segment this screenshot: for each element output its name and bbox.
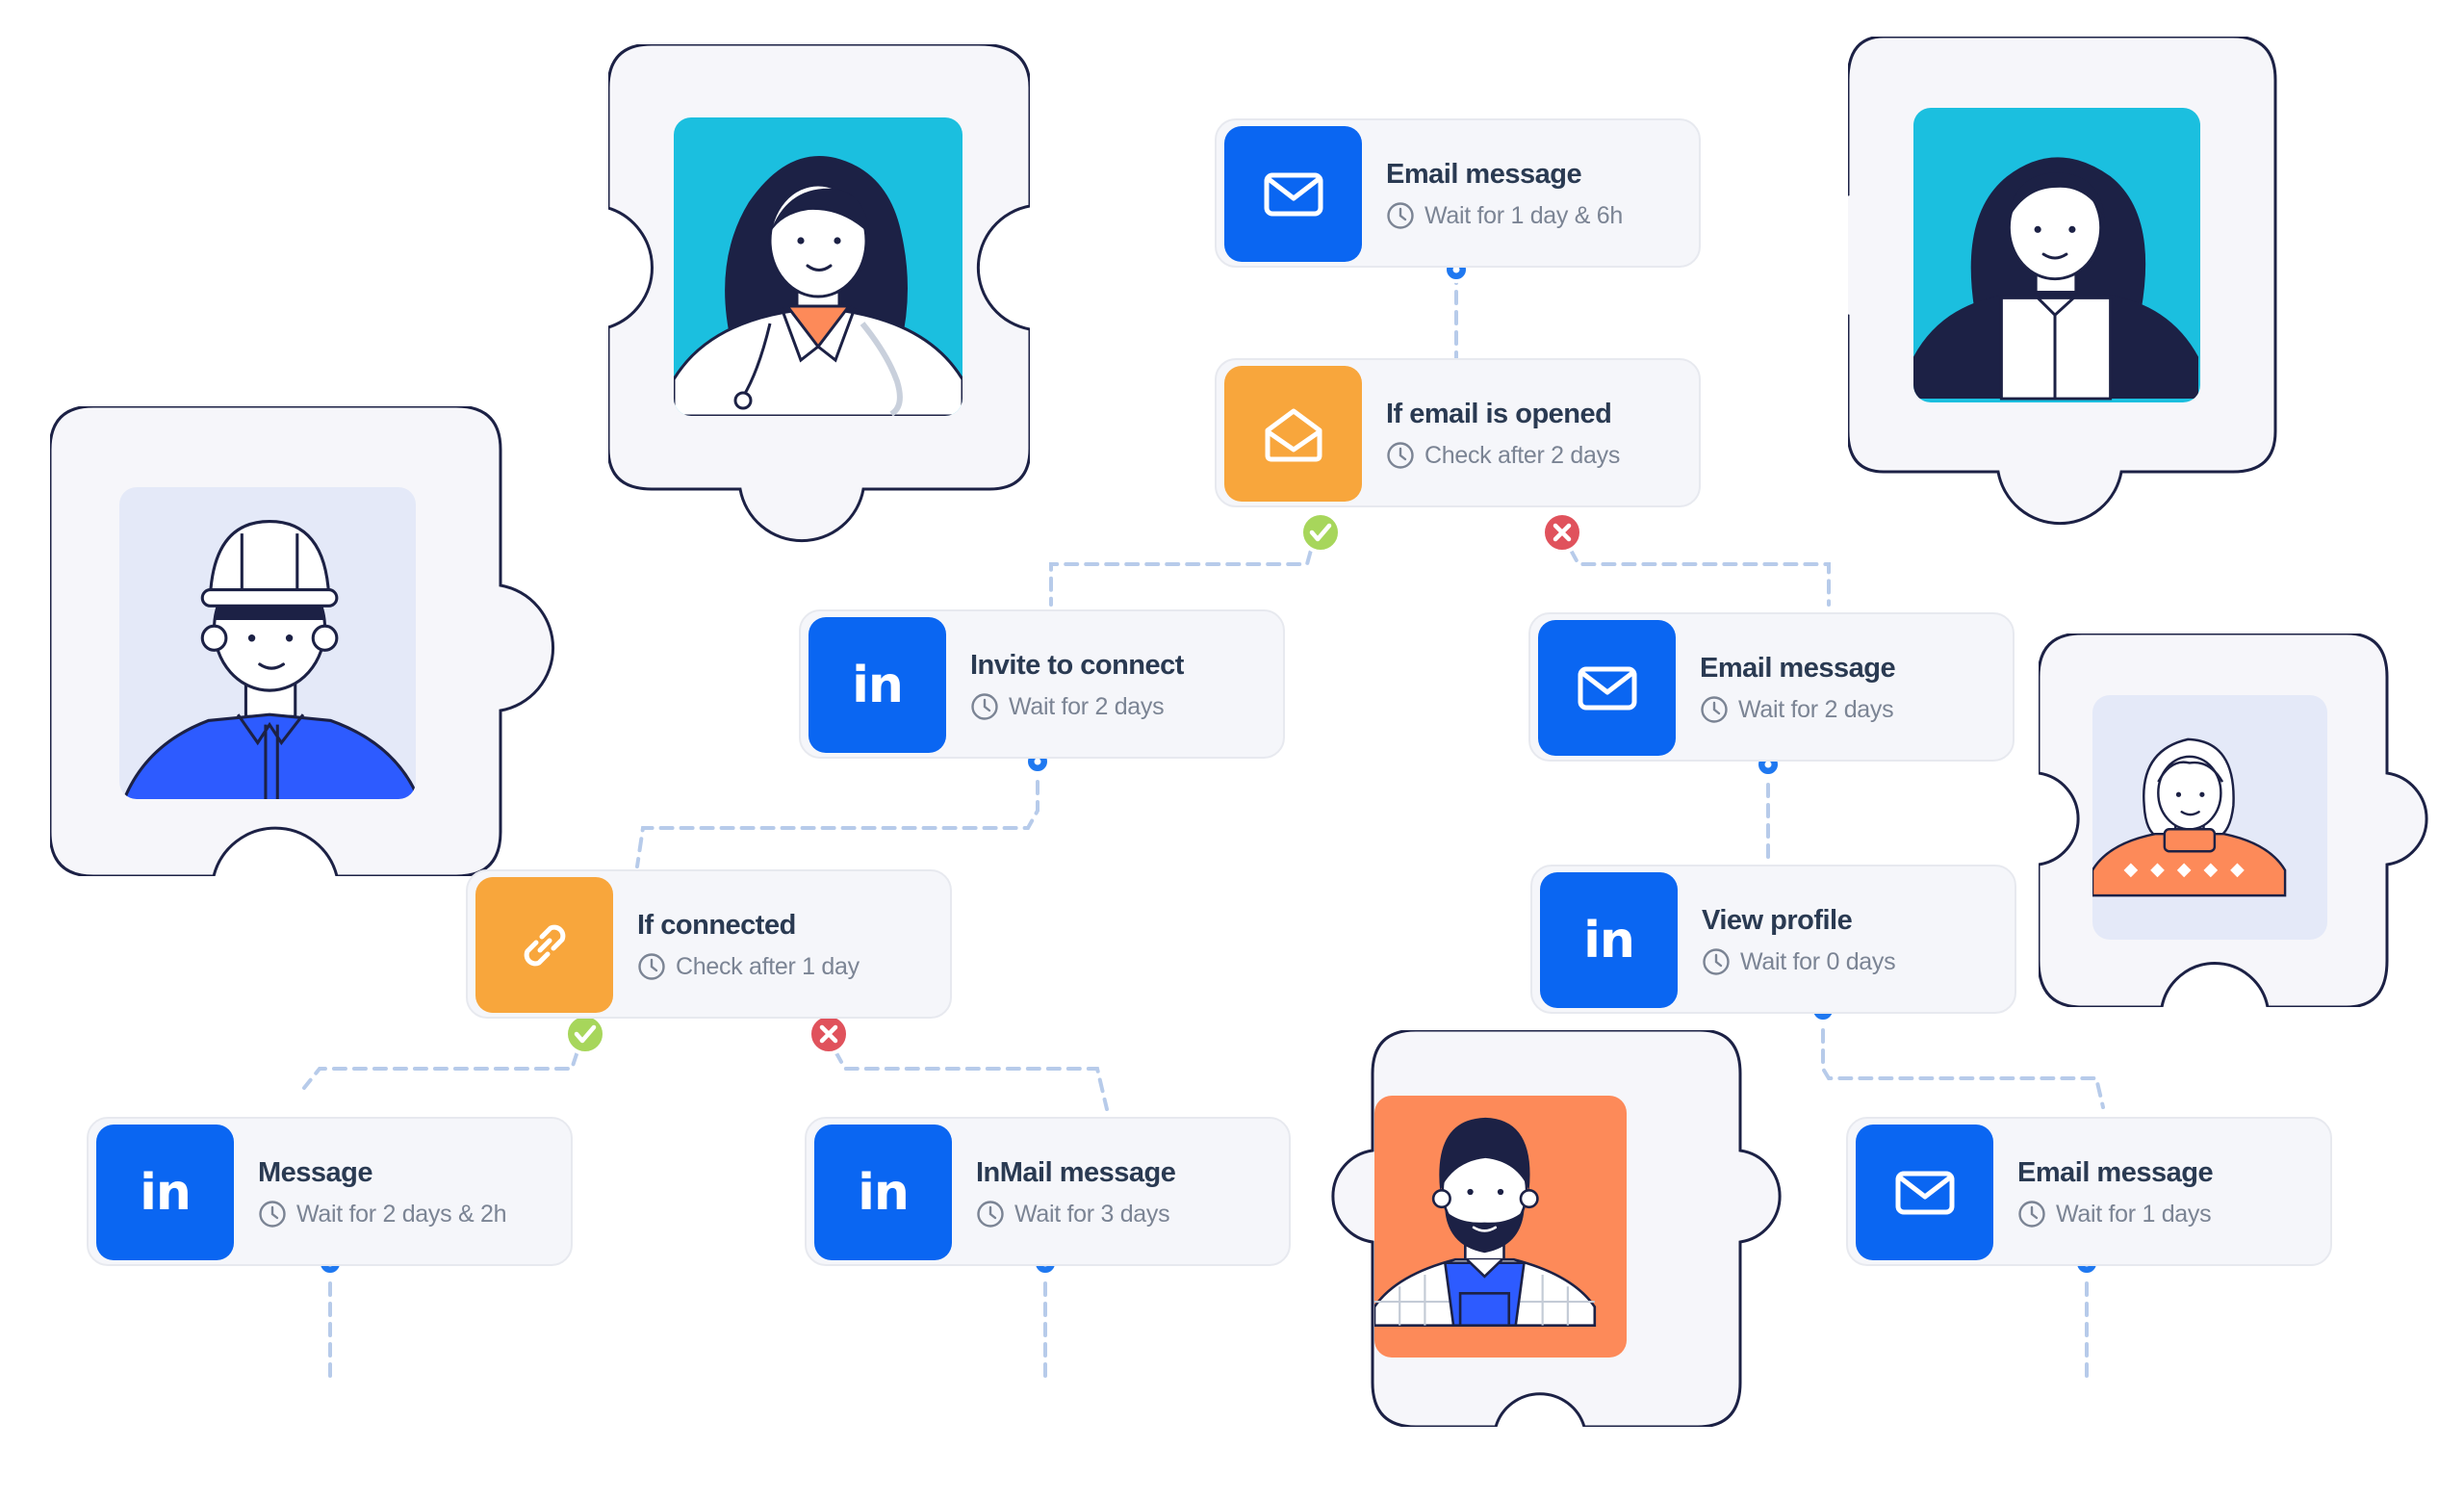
clock-icon (1386, 441, 1424, 470)
step-title: InMail message (976, 1157, 1176, 1188)
step-timing: Wait for 0 days (1702, 947, 1896, 976)
step-timing-label: Wait for 0 days (1740, 947, 1896, 975)
construction-worker-avatar (50, 406, 555, 876)
woman-bob-hair-avatar (1848, 37, 2277, 526)
linkedin-icon: in (808, 617, 946, 753)
open-envelope-icon (1224, 366, 1362, 502)
connector-dot-center (1764, 761, 1772, 768)
step-title: If email is opened (1386, 399, 1612, 429)
step-title: Message (258, 1157, 373, 1188)
connector-line (824, 1032, 1109, 1111)
cross-icon (808, 1013, 850, 1055)
clock-icon (258, 1200, 296, 1228)
step-timing-label: Check after 2 days (1424, 441, 1621, 469)
step-timing: Check after 1 day (637, 952, 860, 981)
doctor-avatar (608, 44, 1030, 543)
clock-icon (2017, 1200, 2056, 1228)
step-timing: Wait for 2 days & 2h (258, 1200, 506, 1228)
clock-icon (637, 952, 676, 981)
step-timing-label: Check after 1 day (676, 952, 860, 980)
step-title: Email message (1700, 653, 1896, 684)
step-title: View profile (1702, 905, 1853, 936)
clock-icon (1702, 947, 1740, 976)
linkedin-icon: in (96, 1125, 234, 1260)
connector-line (1559, 530, 1831, 607)
envelope-icon (1856, 1125, 1993, 1260)
cross-icon (1541, 511, 1583, 554)
connector-line (1821, 1008, 2105, 1109)
step-title: If connected (637, 910, 796, 941)
clock-icon (1386, 201, 1424, 230)
step-timing-label: Wait for 2 days (1738, 695, 1894, 723)
step-timing: Check after 2 days (1386, 441, 1620, 470)
connector-line (1049, 530, 1318, 607)
step-timing-label: Wait for 2 days & 2h (296, 1200, 507, 1228)
bearded-man-avatar (1331, 1030, 1782, 1427)
step-timing-label: Wait for 1 days (2056, 1200, 2212, 1228)
elderly-woman-avatar (2039, 634, 2428, 1007)
envelope-icon (1224, 126, 1362, 262)
step-timing: Wait for 2 days (1700, 695, 1894, 724)
connector-dot-center (1034, 758, 1041, 765)
step-title: Email message (1386, 159, 1582, 190)
check-icon (1299, 511, 1342, 554)
step-timing-label: Wait for 2 days (1009, 692, 1165, 720)
clock-icon (970, 692, 1009, 721)
step-timing: Wait for 3 days (976, 1200, 1170, 1228)
link-icon (475, 877, 613, 1013)
linkedin-icon: in (814, 1125, 952, 1260)
linkedin-icon: in (1540, 872, 1678, 1008)
step-timing: Wait for 1 days (2017, 1200, 2212, 1228)
connector-line (302, 1032, 585, 1090)
step-title: Email message (2017, 1157, 2214, 1188)
step-timing-label: Wait for 3 days (1014, 1200, 1170, 1228)
clock-icon (976, 1200, 1014, 1228)
connector-line (635, 760, 1040, 868)
envelope-icon (1538, 620, 1676, 756)
step-timing: Wait for 1 day & 6h (1386, 201, 1623, 230)
clock-icon (1700, 695, 1738, 724)
connector-dot-center (1452, 266, 1460, 273)
step-timing: Wait for 2 days (970, 692, 1165, 721)
check-icon (564, 1013, 606, 1055)
step-timing-label: Wait for 1 day & 6h (1424, 201, 1623, 229)
step-title: Invite to connect (970, 650, 1184, 681)
